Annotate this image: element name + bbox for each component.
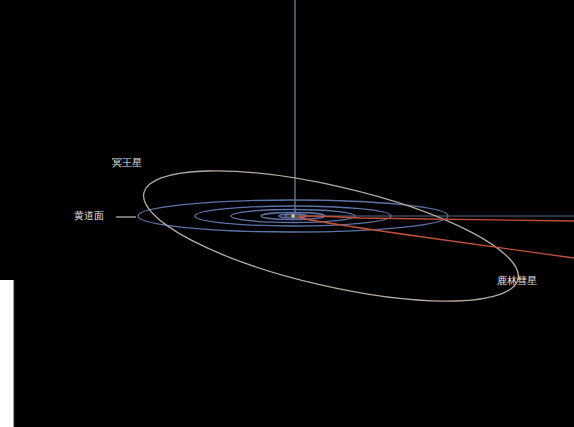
leader-line xyxy=(116,217,136,218)
planet-orbits xyxy=(138,200,448,232)
comet-label: 鹿林彗星 xyxy=(497,275,537,287)
white-panel xyxy=(0,280,14,427)
sun xyxy=(291,214,295,218)
ecliptic-axis xyxy=(295,0,296,215)
panel-edge xyxy=(14,280,15,427)
pluto-label: 冥王星 xyxy=(112,157,142,169)
ecliptic-label: 黄道面 xyxy=(74,210,104,222)
comet-orbit xyxy=(299,216,574,258)
pluto-orbit xyxy=(133,144,530,328)
